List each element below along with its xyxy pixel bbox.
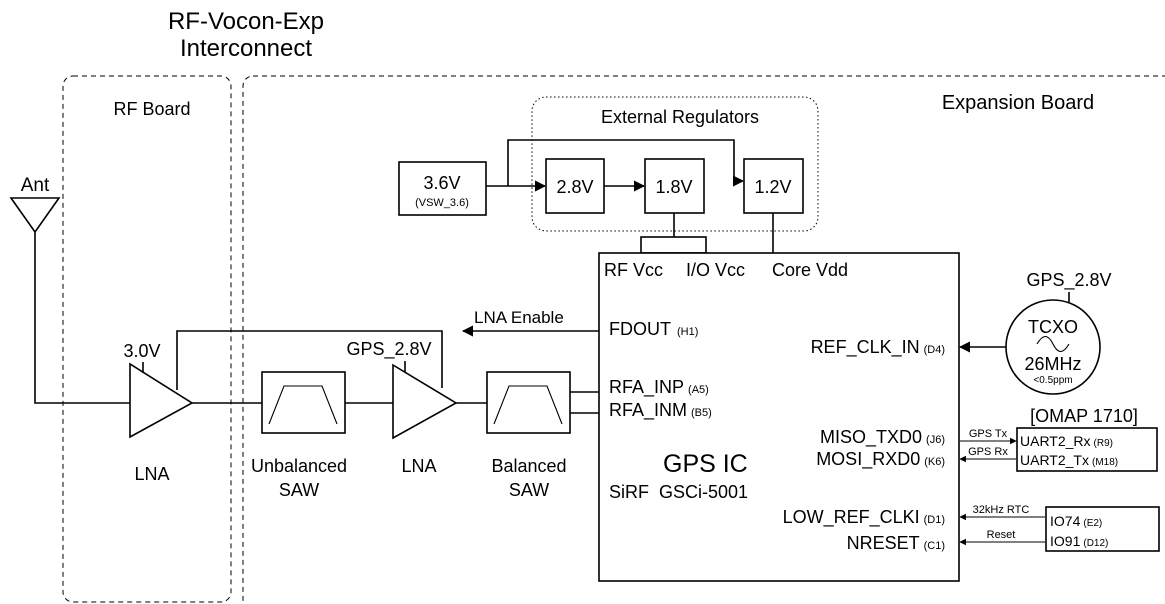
omap-uart-tx: UART2_Tx(M18) [1020,452,1118,468]
saw2-filter-icon [493,385,563,425]
omap-title: [OMAP 1710] [1030,406,1138,426]
pin-fdout: FDOUT(H1) [609,319,698,339]
omap-uart-rx: UART2_Rx(R9) [1020,433,1113,449]
tcxo-freq: 26MHz [1024,354,1081,374]
saw2-box [486,371,571,434]
lna2-voltage: GPS_2.8V [346,339,431,360]
signal-gps-rx: GPS Rx [968,446,1008,458]
pin-rf-vcc: RF Vcc [604,260,663,280]
regulator-1v8-label: 1.8V [655,177,692,197]
pin-mosi-rxd0: MOSI_RXD0(K6) [816,449,945,470]
tcxo-name: TCXO [1028,317,1078,337]
regulator-1v2-label: 1.2V [754,177,791,197]
expansion-board-region [242,75,1165,604]
tcxo-tolerance: <0.5ppm [1033,375,1072,386]
pin-rfa-inp: RFA_INP(A5) [609,377,709,398]
antenna-label: Ant [21,175,50,196]
external-regulators-label: External Regulators [601,107,759,127]
saw1-filter-icon [268,385,338,425]
title-line2: Interconnect [180,35,312,62]
lna1-voltage: 3.0V [123,341,160,361]
pin-rfa-inm: RFA_INM(B5) [609,400,712,421]
omap-uart-box [1016,427,1158,472]
wire-src-to-1v2 [507,139,745,187]
signal-rtc: 32kHz RTC [973,504,1030,516]
title-line1: RF-Vocon-Exp [168,8,324,35]
expansion-board-label: Expansion Board [942,92,1094,114]
saw1-box [261,371,346,434]
lna1-label: LNA [134,464,169,484]
lna2-label: LNA [401,456,436,476]
saw1-label-line1: Unbalanced [251,456,347,476]
wire-antenna [34,232,130,404]
saw2-label-line1: Balanced [491,456,566,476]
signal-reset: Reset [987,529,1016,541]
lna-enable-label: LNA Enable [474,308,564,327]
gps-ic-name: GPS IC [663,450,748,478]
antenna-icon [9,197,61,234]
omap-io-box [1045,506,1160,552]
supply-voltage: 3.6V [423,173,460,193]
gps-ic-box [598,252,960,582]
saw1-label-line2: SAW [279,480,319,500]
regulator-2v8-label: 2.8V [556,177,593,197]
supply-3v6-box [398,161,487,216]
lna2-triangle [392,363,458,440]
power-bus-bracket [640,236,707,254]
omap-io74: IO74(E2) [1050,513,1102,529]
external-regulators-region [531,96,819,232]
pin-io-vcc: I/O Vcc [686,260,745,280]
rf-board-region [62,75,232,603]
supply-net: (VSW_3.6) [415,197,469,209]
tcxo-supply: GPS_2.8V [1026,270,1111,291]
signal-gps-tx: GPS Tx [969,428,1008,440]
pin-low-ref-clki: LOW_REF_CLKI(D1) [783,507,945,528]
saw2-label-line2: SAW [509,480,549,500]
wire-lna-enable [176,330,443,390]
pin-ref-clk-in: REF_CLK_IN(D4) [811,337,945,358]
lna1-triangle [129,362,194,439]
gps-ic-part: SiRF GSCi-5001 [609,482,748,502]
rf-board-label: RF Board [113,99,190,119]
pin-core-vdd: Core Vdd [772,260,848,280]
tcxo-sine-icon [1036,335,1070,353]
omap-io91: IO91(D12) [1050,533,1108,549]
pin-miso-txd0: MISO_TXD0(J6) [820,427,945,448]
pin-nreset: NRESET(C1) [847,533,945,553]
